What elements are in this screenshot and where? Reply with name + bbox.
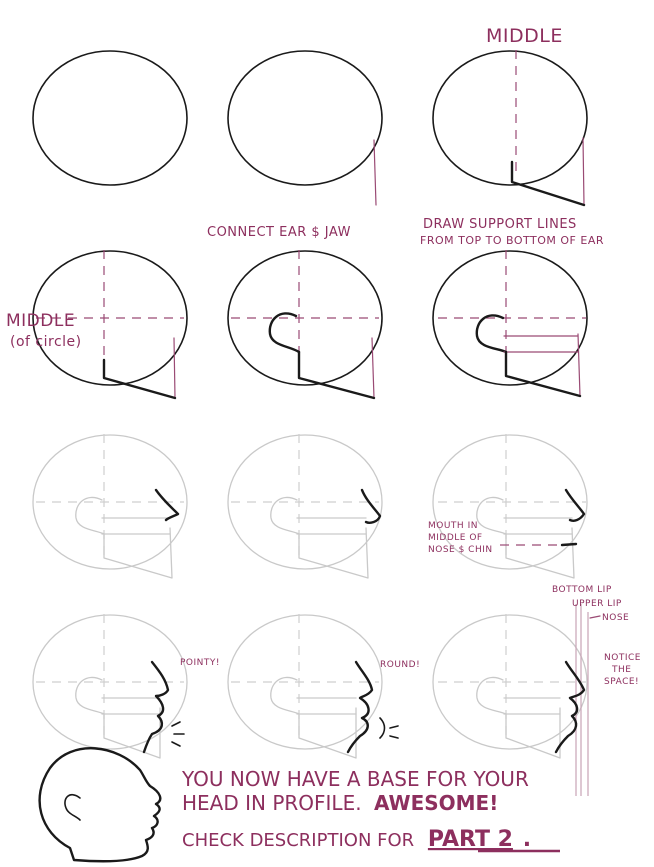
step-6-support-lines <box>433 250 587 396</box>
label-the: THE <box>611 665 631 675</box>
label-middle-left: MIDDLE <box>6 311 75 331</box>
footer-line-1: YOU NOW HAVE A BASE FOR YOUR <box>181 767 529 791</box>
label-pointy: POINTY! <box>180 658 220 668</box>
step-8-nose-shape <box>228 434 382 578</box>
footer-period: . <box>523 827 531 852</box>
footer-awesome: AWESOME! <box>374 791 498 815</box>
step-9-mouth <box>433 434 587 578</box>
footer-head-in-profile: HEAD IN PROFILE. <box>182 791 362 815</box>
step-3-middle-jaw <box>433 50 587 205</box>
label-space: SPACE! <box>604 677 639 687</box>
final-head-outline <box>40 748 161 861</box>
label-bottom-lip: BOTTOM LIP <box>552 585 612 595</box>
label-mouth-in: MOUTH IN <box>428 521 478 531</box>
footer-part-2: PART 2 <box>428 827 513 852</box>
label-nose-chin: NOSE $ CHIN <box>428 545 493 555</box>
label-middle-top: MIDDLE <box>486 25 563 47</box>
label-notice: NOTICE <box>604 653 641 663</box>
step-10-pointy-lips <box>33 614 187 758</box>
footer-line-3: CHECK DESCRIPTION FOR PART 2 . <box>182 827 531 852</box>
label-support-lines-2: FROM TOP TO BOTTOM OF EAR <box>420 234 604 247</box>
label-nose-guide: NOSE <box>602 613 629 623</box>
label-support-lines-1: DRAW SUPPORT LINES <box>423 217 577 232</box>
label-middle-of: MIDDLE OF <box>428 533 483 543</box>
step-11-round-lips <box>228 614 398 758</box>
label-round: ROUND! <box>380 660 420 670</box>
step-7-nose <box>33 434 187 578</box>
footer-line-2: HEAD IN PROFILE. AWESOME! <box>182 791 498 815</box>
label-upper-lip: UPPER LIP <box>572 599 622 609</box>
step-5-ear <box>228 250 382 398</box>
label-of-circle: (of circle) <box>10 334 82 350</box>
step-1-circle <box>33 51 187 185</box>
step-2-circle-jawline <box>228 51 382 205</box>
label-connect-ear-jaw: CONNECT EAR $ JAW <box>207 225 351 240</box>
footer-check-description: CHECK DESCRIPTION FOR <box>182 830 414 851</box>
